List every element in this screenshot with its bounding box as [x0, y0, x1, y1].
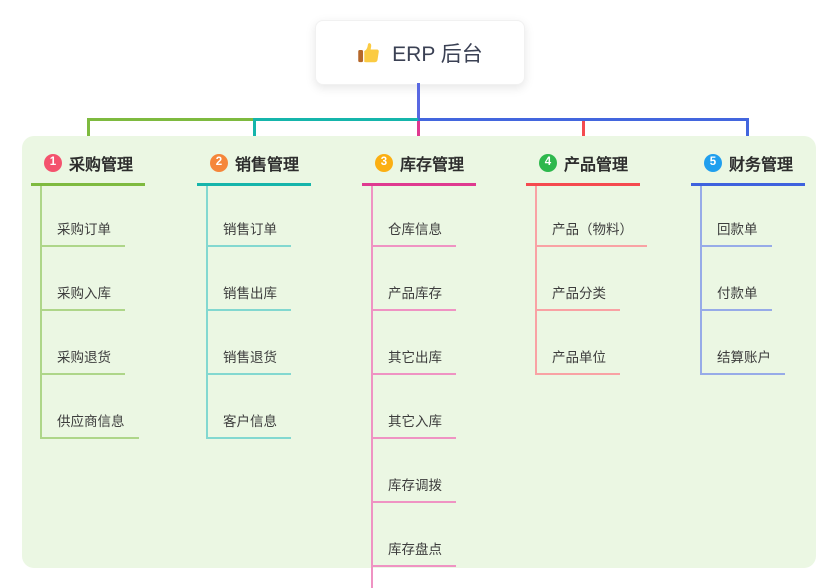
module-column-purchase: 1 采购管理 采购订单 采购入库 采购退货 供应商信息 [31, 151, 145, 439]
submodule-item[interactable]: 采购订单 [42, 186, 125, 247]
submodule-item[interactable]: 仓库信息 [373, 186, 456, 247]
submodule-item[interactable]: 客户信息 [208, 375, 291, 439]
submodule-item[interactable]: 出库库明细 [373, 567, 470, 588]
number-badge: 4 [539, 154, 557, 172]
submodule-item[interactable]: 付款单 [702, 247, 772, 311]
root-node[interactable]: ERP 后台 [315, 20, 525, 85]
module-header-inventory[interactable]: 3 库存管理 [362, 151, 476, 186]
module-title: 库存管理 [400, 157, 465, 174]
module-header-purchase[interactable]: 1 采购管理 [31, 151, 145, 186]
submodule-item[interactable]: 结算账户 [702, 311, 785, 375]
submodule-list: 销售订单 销售出库 销售退货 客户信息 [206, 186, 291, 439]
submodule-item[interactable]: 采购退货 [42, 311, 125, 375]
submodule-list: 产品（物料） 产品分类 产品单位 [535, 186, 647, 375]
connector-trunk-purchase [87, 118, 253, 121]
module-header-finance[interactable]: 5 财务管理 [691, 151, 805, 186]
submodule-item[interactable]: 销售退货 [208, 311, 291, 375]
connector-drop-inventory [417, 121, 420, 147]
module-column-product: 4 产品管理 产品（物料） 产品分类 产品单位 [526, 151, 647, 375]
module-column-finance: 5 财务管理 回款单 付款单 结算账户 [691, 151, 805, 375]
module-header-product[interactable]: 4 产品管理 [526, 151, 640, 186]
connector-drop-product [582, 121, 585, 147]
module-title: 财务管理 [729, 157, 794, 174]
submodule-item[interactable]: 库存盘点 [373, 503, 456, 567]
submodule-list: 仓库信息 产品库存 其它出库 其它入库 库存调拨 库存盘点 出库库明细 [371, 186, 470, 588]
module-column-inventory: 3 库存管理 仓库信息 产品库存 其它出库 其它入库 库存调拨 库存盘点 出库库… [362, 151, 476, 588]
submodule-item[interactable]: 产品单位 [537, 311, 620, 375]
submodule-item[interactable]: 供应商信息 [42, 375, 139, 439]
submodule-list: 采购订单 采购入库 采购退货 供应商信息 [40, 186, 139, 439]
number-badge: 5 [704, 154, 722, 172]
submodule-item[interactable]: 销售出库 [208, 247, 291, 311]
submodule-item[interactable]: 产品库存 [373, 247, 456, 311]
module-title: 产品管理 [564, 157, 629, 174]
root-node-label: ERP 后台 [392, 42, 483, 66]
submodule-item[interactable]: 采购入库 [42, 247, 125, 311]
number-badge: 1 [44, 154, 62, 172]
connector-stem [417, 83, 420, 119]
submodule-item[interactable]: 其它入库 [373, 375, 456, 439]
number-badge: 3 [375, 154, 393, 172]
module-column-sales: 2 销售管理 销售订单 销售出库 销售退货 客户信息 [197, 151, 311, 439]
submodule-item[interactable]: 库存调拨 [373, 439, 456, 503]
submodule-item[interactable]: 销售订单 [208, 186, 291, 247]
number-badge: 2 [210, 154, 228, 172]
submodule-item[interactable]: 产品（物料） [537, 186, 647, 247]
submodule-list: 回款单 付款单 结算账户 [700, 186, 785, 375]
module-header-sales[interactable]: 2 销售管理 [197, 151, 311, 186]
submodule-item[interactable]: 回款单 [702, 186, 772, 247]
modules-panel [22, 136, 816, 568]
connector-drop-purchase [87, 118, 90, 147]
module-title: 销售管理 [235, 157, 300, 174]
thumbs-up-icon [357, 40, 382, 65]
connector-trunk-sales [253, 118, 418, 121]
connector-trunk-finance [418, 118, 749, 121]
submodule-item[interactable]: 产品分类 [537, 247, 620, 311]
module-title: 采购管理 [69, 157, 134, 174]
connector-drop-finance [746, 118, 749, 147]
connector-drop-sales [253, 118, 256, 147]
submodule-item[interactable]: 其它出库 [373, 311, 456, 375]
